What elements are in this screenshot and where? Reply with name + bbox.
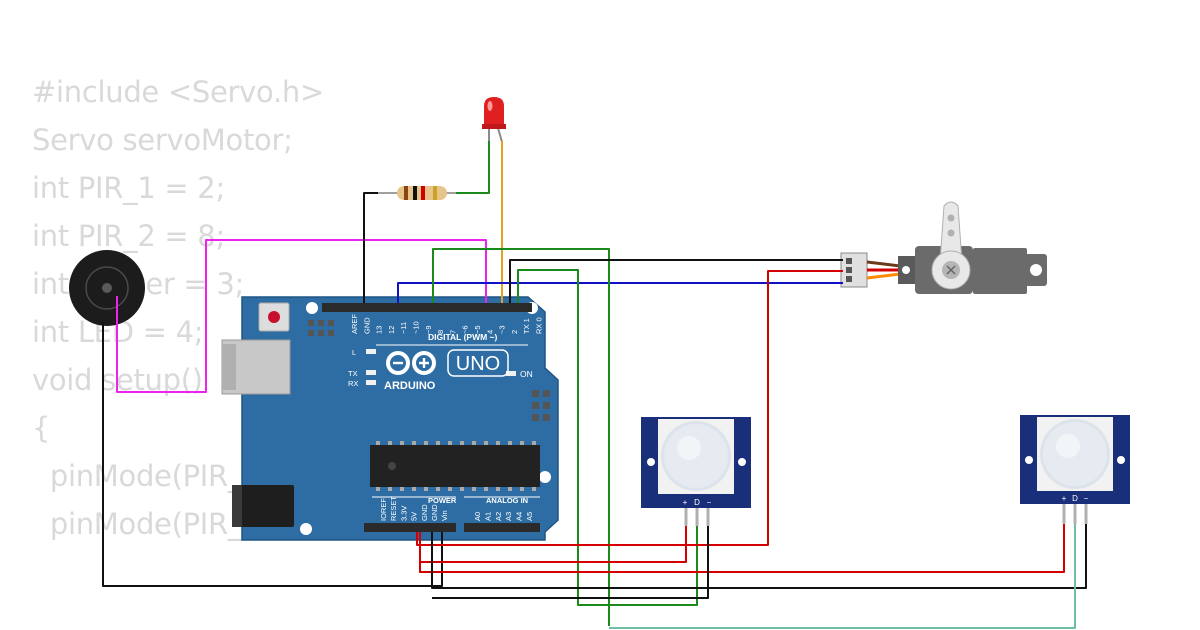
pir-pin-label: − [707,498,712,507]
pin-label: 8 [436,330,445,334]
pin-label: IOREF [379,498,388,521]
wires [102,141,1087,629]
resistor [376,186,458,200]
code-line: #include <Servo.h> [32,75,324,109]
wire-black-pir [431,524,1087,589]
wire-black-pir1 [432,526,709,599]
pin-label: 2 [510,330,519,334]
pir-sensor-1: + D − [641,417,751,526]
pir-pin-label: − [1084,494,1089,503]
pin-label: RX 0 [535,317,544,334]
pin-label: A3 [504,512,513,521]
wire-red-servo [416,270,843,546]
pin-label: ~10 [412,321,421,334]
pin-label: Vin [440,510,449,521]
arduino-logo-icon [386,351,436,375]
pin-label: GND [430,504,439,521]
analog-header-label: ANALOG IN [486,496,528,505]
board-brand-label: ARDUINO [384,380,436,392]
pin-label: A2 [494,512,503,521]
digital-header-label: DIGITAL (PWM ~) [428,332,498,342]
red-led [482,97,506,143]
pin-label: A5 [525,512,534,521]
pin-label: ~11 [399,322,408,334]
pin-label: 7 [448,330,457,334]
pin-label: A4 [515,512,524,521]
pin-label: 3.3V [399,506,408,521]
board-model-label: UNO [456,353,500,375]
pin-label: GND [420,504,429,521]
pin-label: 13 [375,326,384,334]
code-line: int PIR_2 = 8; [32,219,225,253]
code-line: int PIR_1 = 2; [32,171,225,205]
pir-pin-label: D [694,498,700,507]
pir-pin-label: + [683,498,688,507]
pin-label: A1 [483,512,492,521]
wire-red-pir [419,524,1065,573]
pin-label: TX 1 [522,318,531,334]
pin-label: ~6 [461,325,470,334]
pin-label: AREF [350,314,359,334]
arduino-uno-board: UNO ARDUINO ON L TX RX DIGITAL (PWM ~) P… [221,296,559,541]
pin-label: ~3 [498,325,507,334]
led-label: RX [348,379,358,388]
servo-motor [840,201,1047,294]
wire-magenta [116,239,487,393]
led-label: L [352,348,356,357]
pin-label: GND [362,317,371,334]
pin-label: 12 [387,326,396,334]
wire-black-resistor [363,192,378,303]
pir-pin-label: D [1072,494,1078,503]
pin-label: A0 [473,512,482,521]
pir-sensor-2: + D − [1020,415,1130,524]
wire-green-led [456,141,490,194]
led-label: TX [348,369,358,378]
wire-black-servo [509,259,843,303]
wire-green-pir1 [517,269,698,606]
pin-label: 5V [410,512,419,521]
code-background: #include <Servo.h> Servo servoMotor; int P… [32,68,384,548]
pir-pin-label: + [1062,494,1067,503]
wire-black-buzzer [102,322,443,587]
code-line: Servo servoMotor; [32,123,293,157]
power-header-label: POWER [428,496,457,505]
pin-label: ~9 [424,325,433,334]
wire-blue-servo [397,282,843,303]
buzzer [69,250,145,326]
wire-teal-pir2 [609,524,1076,629]
pin-label: RESET [389,496,398,521]
pin-label: 4 [485,330,494,334]
wire-green-top [432,248,610,626]
pin-label: ~5 [473,325,482,334]
wire-red-pir1 [420,526,687,563]
code-line: { [32,411,51,445]
on-led-label: ON [520,369,533,379]
